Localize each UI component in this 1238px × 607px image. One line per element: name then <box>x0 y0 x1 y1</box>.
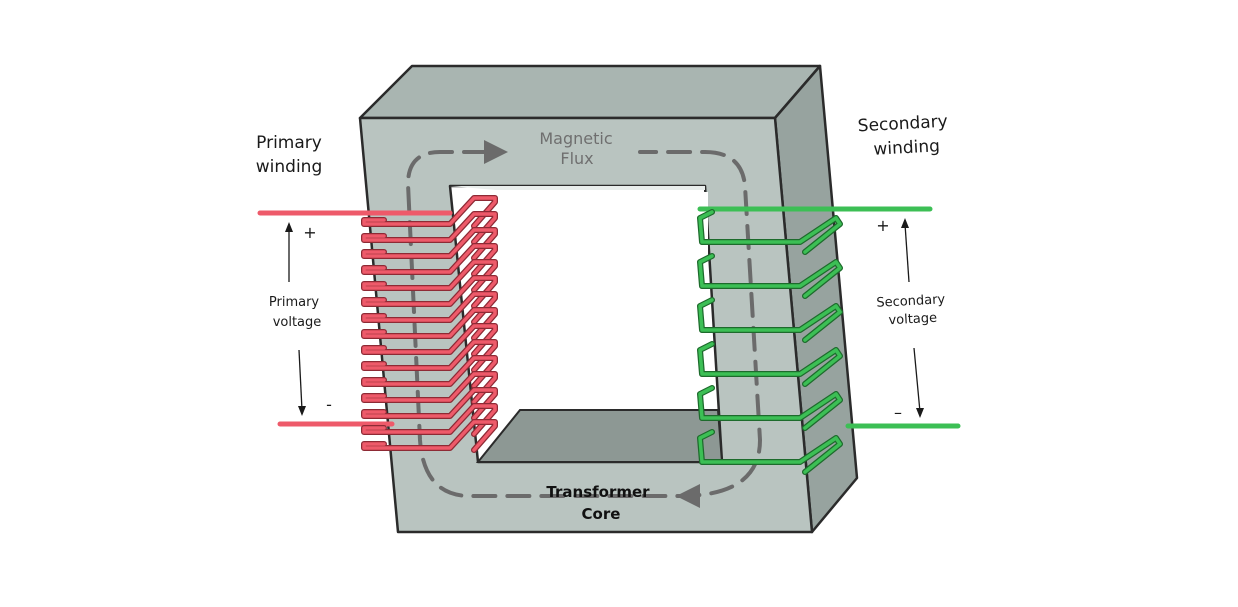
secondary-plus-sign: + <box>876 216 889 235</box>
magnetic-flux-label-line1: Magnetic <box>539 129 612 148</box>
primary-turn-wire <box>362 228 497 260</box>
secondary-winding <box>697 206 961 475</box>
primary-turn-wire <box>362 196 497 228</box>
primary-turn-wire <box>362 308 497 340</box>
primary-coil-turn <box>361 291 498 325</box>
primary-coil-turn <box>361 307 498 341</box>
secondary-arrow-down-line <box>913 347 921 413</box>
primary-coil-turn <box>361 227 498 261</box>
primary-coil-turn <box>361 403 498 437</box>
secondary-coil-turn <box>697 209 843 255</box>
core-window-opening <box>498 192 708 408</box>
secondary-turn-wire <box>698 298 842 342</box>
transformer-core <box>358 64 859 534</box>
secondary-coil-turns <box>697 209 843 475</box>
secondary-minus-sign: – <box>894 403 902 422</box>
secondary-voltage-label-line1: Secondary <box>876 292 946 311</box>
secondary-winding-label-line1: Secondary <box>857 112 948 137</box>
arrow-up-icon <box>901 218 909 228</box>
transformer-core-label-line2: Core <box>582 505 621 523</box>
primary-turn-wire <box>362 372 497 404</box>
secondary-turn-wire <box>698 254 842 298</box>
primary-voltage-arrows <box>285 222 306 416</box>
primary-voltage-label-line2: voltage <box>273 315 322 330</box>
secondary-turn-wire <box>698 430 842 474</box>
primary-voltage-label-line1: Primary <box>269 295 320 310</box>
primary-coil-turn <box>361 339 498 373</box>
primary-turn-wire <box>362 212 497 244</box>
primary-winding-label-line1: Primary <box>256 133 322 153</box>
primary-coil-turn <box>361 243 498 277</box>
primary-winding <box>257 195 498 453</box>
secondary-coil-turn <box>697 253 843 299</box>
primary-turn-wire <box>362 260 497 292</box>
primary-turn-wire <box>362 420 497 452</box>
primary-coil-turns <box>361 195 498 453</box>
core-top-face <box>358 64 822 120</box>
primary-turn-wire <box>362 244 497 276</box>
secondary-coil-turn <box>697 385 843 431</box>
arrow-down-icon <box>298 406 306 416</box>
primary-turn-wire <box>362 276 497 308</box>
primary-coil-turn <box>361 195 498 229</box>
primary-coil-turn <box>361 371 498 405</box>
flux-arrow-top-icon <box>484 140 508 164</box>
arrow-up-icon <box>285 222 293 232</box>
primary-arrow-down-line <box>298 349 303 411</box>
secondary-turn-wire <box>698 342 842 386</box>
primary-coil-turn <box>361 211 498 245</box>
magnetic-flux-label-line2: Flux <box>560 149 593 168</box>
transformer-core-label-line1: Transformer <box>546 483 650 501</box>
primary-turn-wire <box>362 324 497 356</box>
primary-coil-turn <box>361 259 498 293</box>
flux-arrow-bottom-icon <box>676 484 700 508</box>
secondary-coil-turn <box>697 341 843 387</box>
primary-coil-turn <box>361 275 498 309</box>
primary-coil-turn <box>361 323 498 357</box>
secondary-turn-wire <box>698 210 842 254</box>
flux-path <box>405 140 763 508</box>
secondary-turn-wire <box>698 386 842 430</box>
primary-turn-wire <box>362 388 497 420</box>
secondary-winding-label-line2: winding <box>873 136 940 159</box>
secondary-arrow-up-line <box>904 223 910 283</box>
secondary-coil-turn <box>697 429 843 475</box>
primary-turn-wire <box>362 404 497 436</box>
secondary-voltage-arrows <box>901 218 924 418</box>
primary-turn-wire <box>362 356 497 388</box>
primary-minus-sign: - <box>326 395 332 414</box>
primary-turn-wire <box>362 292 497 324</box>
core-window-inner-top <box>450 186 705 190</box>
primary-coil-turn <box>361 355 498 389</box>
arrow-down-icon <box>916 408 924 418</box>
secondary-voltage-label-line2: voltage <box>888 311 937 329</box>
primary-turn-wire <box>362 340 497 372</box>
primary-coil-turn <box>361 387 498 421</box>
secondary-coil-turn <box>697 297 843 343</box>
primary-coil-turn <box>361 419 498 453</box>
core-window-inner-bottom <box>475 409 724 463</box>
primary-plus-sign: + <box>303 223 316 242</box>
primary-winding-label-line2: winding <box>256 157 322 177</box>
